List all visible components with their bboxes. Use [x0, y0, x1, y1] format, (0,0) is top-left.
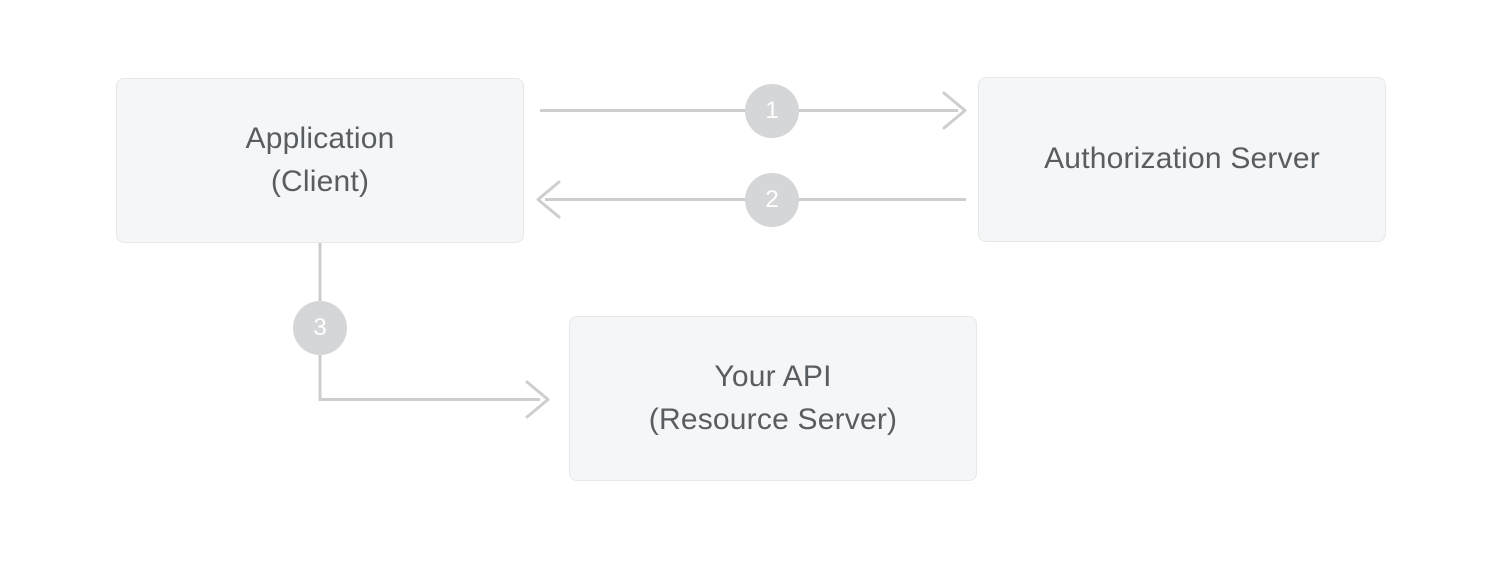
step-badge-3: 3 — [293, 301, 347, 355]
node-your-api[interactable]: Your API (Resource Server) — [569, 316, 977, 481]
node-application[interactable]: Application (Client) — [116, 78, 524, 243]
connector-step-3 — [318, 243, 550, 419]
node-authorization-server-title: Authorization Server — [1044, 142, 1320, 176]
step-badge-2: 2 — [745, 173, 799, 227]
node-authorization-server[interactable]: Authorization Server — [978, 77, 1386, 242]
node-your-api-subtitle: (Resource Server) — [648, 402, 898, 436]
node-application-subtitle: (Client) — [270, 164, 370, 198]
step-badge-1: 1 — [745, 84, 799, 138]
node-application-title: Application — [245, 121, 395, 155]
node-your-api-title: Your API — [714, 359, 832, 393]
